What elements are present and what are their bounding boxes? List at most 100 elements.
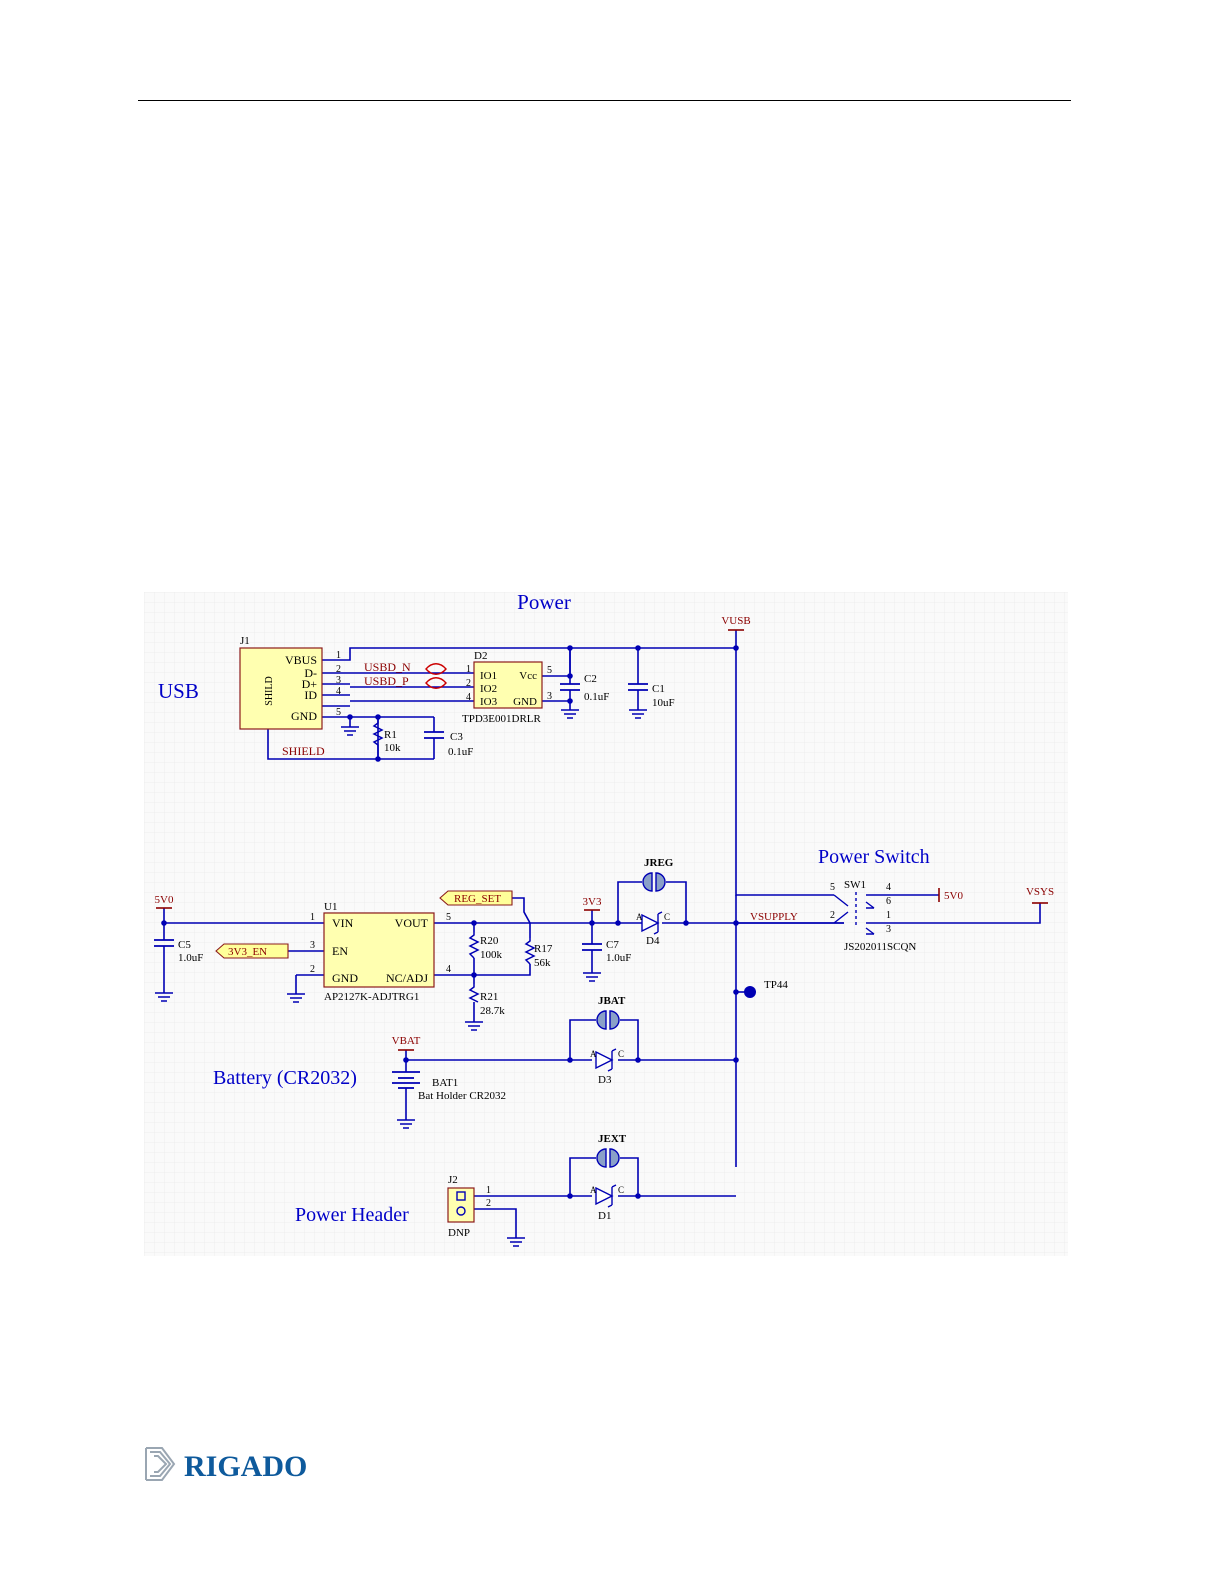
net-vbat: VBAT bbox=[392, 1035, 421, 1047]
rigado-logo: RIGADO bbox=[140, 1440, 360, 1490]
ground-symbols bbox=[155, 702, 647, 1247]
d3-anode: A bbox=[590, 1049, 597, 1059]
sw1-num-4: 4 bbox=[886, 882, 891, 893]
r1-value: 10k bbox=[384, 742, 401, 754]
jumper-jreg-label: JREG bbox=[644, 857, 674, 869]
c2-ref: C2 bbox=[584, 673, 597, 685]
u1-num-4: 4 bbox=[446, 964, 451, 975]
r1-ref: R1 bbox=[384, 729, 397, 741]
j1-num-5: 5 bbox=[336, 707, 341, 718]
u1-num-3: 3 bbox=[310, 940, 315, 951]
c1-value: 10uF bbox=[652, 697, 675, 709]
rigado-logo-text: RIGADO bbox=[184, 1450, 307, 1483]
net-shield: SHIELD bbox=[282, 744, 325, 758]
sw1-symbol bbox=[833, 892, 875, 935]
header-rule bbox=[138, 100, 1071, 101]
net-3v3: 3V3 bbox=[583, 896, 602, 908]
u1-pin-vout: VOUT bbox=[395, 916, 429, 930]
d1-anode: A bbox=[590, 1185, 597, 1195]
d2-num-5: 5 bbox=[547, 665, 552, 676]
u1-body bbox=[323, 912, 435, 988]
d1-cathode: C bbox=[618, 1185, 624, 1195]
u1-num-5: 5 bbox=[446, 912, 451, 923]
schematic-title: Power bbox=[517, 592, 571, 614]
net-vsys: VSYS bbox=[1026, 886, 1054, 898]
r17-value: 56k bbox=[534, 957, 551, 969]
d3-ref: D3 bbox=[598, 1074, 612, 1086]
j2-dnp: DNP bbox=[448, 1227, 470, 1239]
u1-part: AP2127K-ADJTRG1 bbox=[324, 991, 419, 1003]
d2-ref: D2 bbox=[474, 650, 487, 662]
j1-pin-id: ID bbox=[304, 688, 317, 702]
c3-value: 0.1uF bbox=[448, 746, 473, 758]
r17-ref: R17 bbox=[534, 943, 553, 955]
sw1-num-2: 2 bbox=[830, 910, 835, 921]
j1-num-4: 4 bbox=[336, 686, 341, 697]
capacitor-symbols bbox=[154, 683, 648, 951]
c1-ref: C1 bbox=[652, 683, 665, 695]
section-usb: USB bbox=[158, 679, 199, 703]
u1-pin-en: EN bbox=[332, 944, 348, 958]
c2-value: 0.1uF bbox=[584, 691, 609, 703]
u1-num-2: 2 bbox=[310, 964, 315, 975]
net-5v0-top: 5V0 bbox=[944, 890, 963, 902]
resistor-symbols bbox=[372, 717, 536, 1003]
sw1-part: JS202011SCQN bbox=[844, 941, 916, 953]
u1-pin-vin: VIN bbox=[332, 916, 354, 930]
net-vsupply: VSUPPLY bbox=[750, 911, 798, 923]
j1-body bbox=[239, 647, 323, 730]
r20-value: 100k bbox=[480, 949, 503, 961]
jumper-jbat-icon bbox=[596, 1010, 620, 1030]
d4-cathode: C bbox=[664, 912, 670, 922]
j2-num-1: 1 bbox=[486, 1185, 491, 1196]
net-usbd-p: USBD_P bbox=[364, 674, 409, 688]
u1-num-1: 1 bbox=[310, 912, 315, 923]
r21-ref: R21 bbox=[480, 991, 498, 1003]
d2-body bbox=[473, 661, 543, 709]
c3-ref: C3 bbox=[450, 731, 463, 743]
r21-value: 28.7k bbox=[480, 1005, 505, 1017]
j1-num-3: 3 bbox=[336, 675, 341, 686]
c7-ref: C7 bbox=[606, 939, 619, 951]
sw1-num-6: 6 bbox=[886, 896, 891, 907]
diff-pair-marker-icon bbox=[425, 663, 447, 689]
d2-pin-io3: IO3 bbox=[480, 696, 498, 708]
j2-pin2-round-icon bbox=[456, 1206, 466, 1216]
net-5v0-left: 5V0 bbox=[155, 894, 174, 906]
j1-ref: J1 bbox=[240, 635, 250, 647]
j2-body bbox=[447, 1187, 475, 1223]
j1-pin-dplus: D+ bbox=[302, 677, 318, 691]
d3-cathode: C bbox=[618, 1049, 624, 1059]
d2-pin-gnd: GND bbox=[513, 696, 537, 708]
jumper-jext-icon bbox=[596, 1148, 620, 1168]
rigado-logo-mark-icon bbox=[145, 1447, 176, 1481]
u1-pin-gnd: GND bbox=[332, 971, 358, 985]
d2-num-2: 2 bbox=[466, 678, 471, 689]
d2-pin-io1: IO1 bbox=[480, 670, 497, 682]
net-usbd-n: USBD_N bbox=[364, 660, 411, 674]
r20-ref: R20 bbox=[480, 935, 499, 947]
j1-pin-gnd: GND bbox=[291, 709, 317, 723]
j1-pin-vbus: VBUS bbox=[285, 653, 317, 667]
section-power-switch: Power Switch bbox=[818, 846, 930, 868]
tp44-label: TP44 bbox=[764, 979, 788, 991]
net-reg-set: REG_SET bbox=[454, 893, 501, 905]
diode-d3 bbox=[595, 1048, 617, 1072]
tp44-pad-icon bbox=[744, 986, 756, 998]
sw1-num-3: 3 bbox=[886, 924, 891, 935]
d2-part: TPD3E001DRLR bbox=[462, 713, 542, 725]
j2-num-2: 2 bbox=[486, 1198, 491, 1209]
section-power-header: Power Header bbox=[295, 1204, 409, 1226]
j1-num-2: 2 bbox=[336, 664, 341, 675]
net-3v3-en: 3V3_EN bbox=[228, 946, 267, 958]
bat1-ref: BAT1 bbox=[432, 1077, 458, 1089]
j1-shield-pin: SHILD bbox=[264, 676, 275, 705]
d2-num-1: 1 bbox=[466, 664, 471, 675]
net-vusb: VUSB bbox=[721, 615, 750, 627]
d4-anode: A bbox=[636, 912, 643, 922]
diode-d4 bbox=[641, 911, 663, 935]
c5-value: 1.0uF bbox=[178, 952, 203, 964]
d2-num-3: 3 bbox=[547, 691, 552, 702]
u1-pin-ncadj: NC/ADJ bbox=[386, 971, 428, 985]
jumper-jext-label: JEXT bbox=[598, 1133, 627, 1145]
